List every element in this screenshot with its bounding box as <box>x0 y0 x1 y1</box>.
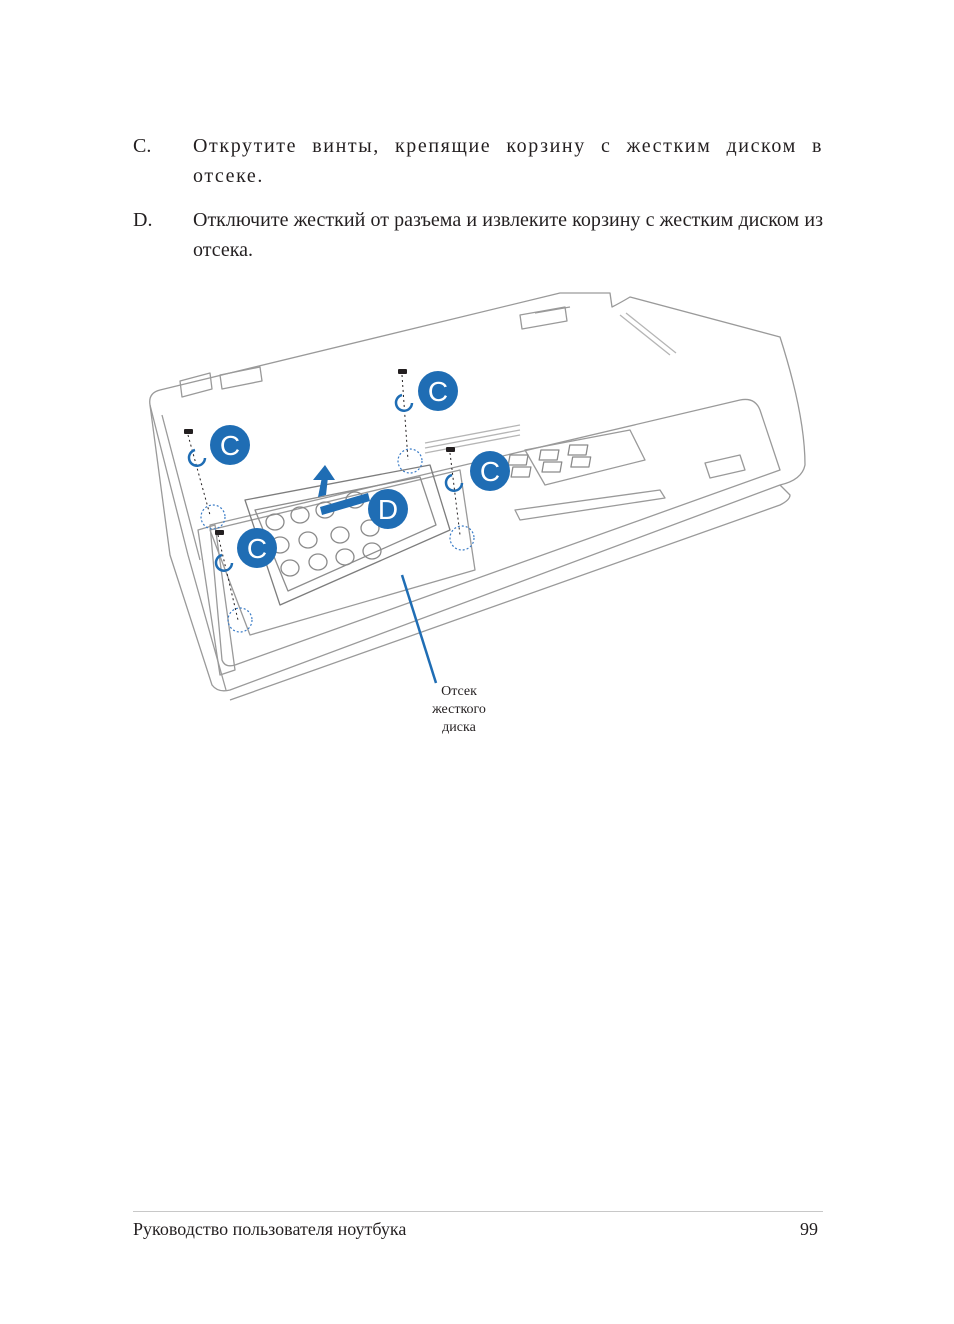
svg-text:C: C <box>220 430 240 461</box>
step-d-letter: D. <box>133 209 153 231</box>
callout-line-3: диска <box>442 720 476 735</box>
svg-text:C: C <box>480 456 500 487</box>
badge-c-right: C <box>444 451 510 492</box>
badge-c-top: C <box>394 371 458 412</box>
step-d-text: Отключите жесткий от разъема и извлеките… <box>193 209 823 261</box>
badge-c-left: C <box>187 425 250 467</box>
footer-divider <box>133 1211 823 1212</box>
badge-d: D <box>368 489 408 529</box>
hdd-bay-callout: Отсек жесткого диска <box>409 683 509 737</box>
svg-text:D: D <box>378 494 398 525</box>
badge-c-bottom: C <box>214 528 277 572</box>
step-c-letter: C. <box>133 135 152 157</box>
callout-line-1: Отсек <box>441 684 477 699</box>
callout-line-2: жесткого <box>432 702 486 717</box>
step-c-text: Открутите винты, крепящие корзину с жест… <box>193 135 823 187</box>
svg-text:C: C <box>428 376 448 407</box>
page-number: 99 <box>800 1219 818 1239</box>
laptop-hdd-bay-illustration: C C C C D <box>149 292 806 701</box>
footer-title: Руководство пользователя ноутбука <box>133 1219 407 1239</box>
svg-text:C: C <box>247 533 267 564</box>
